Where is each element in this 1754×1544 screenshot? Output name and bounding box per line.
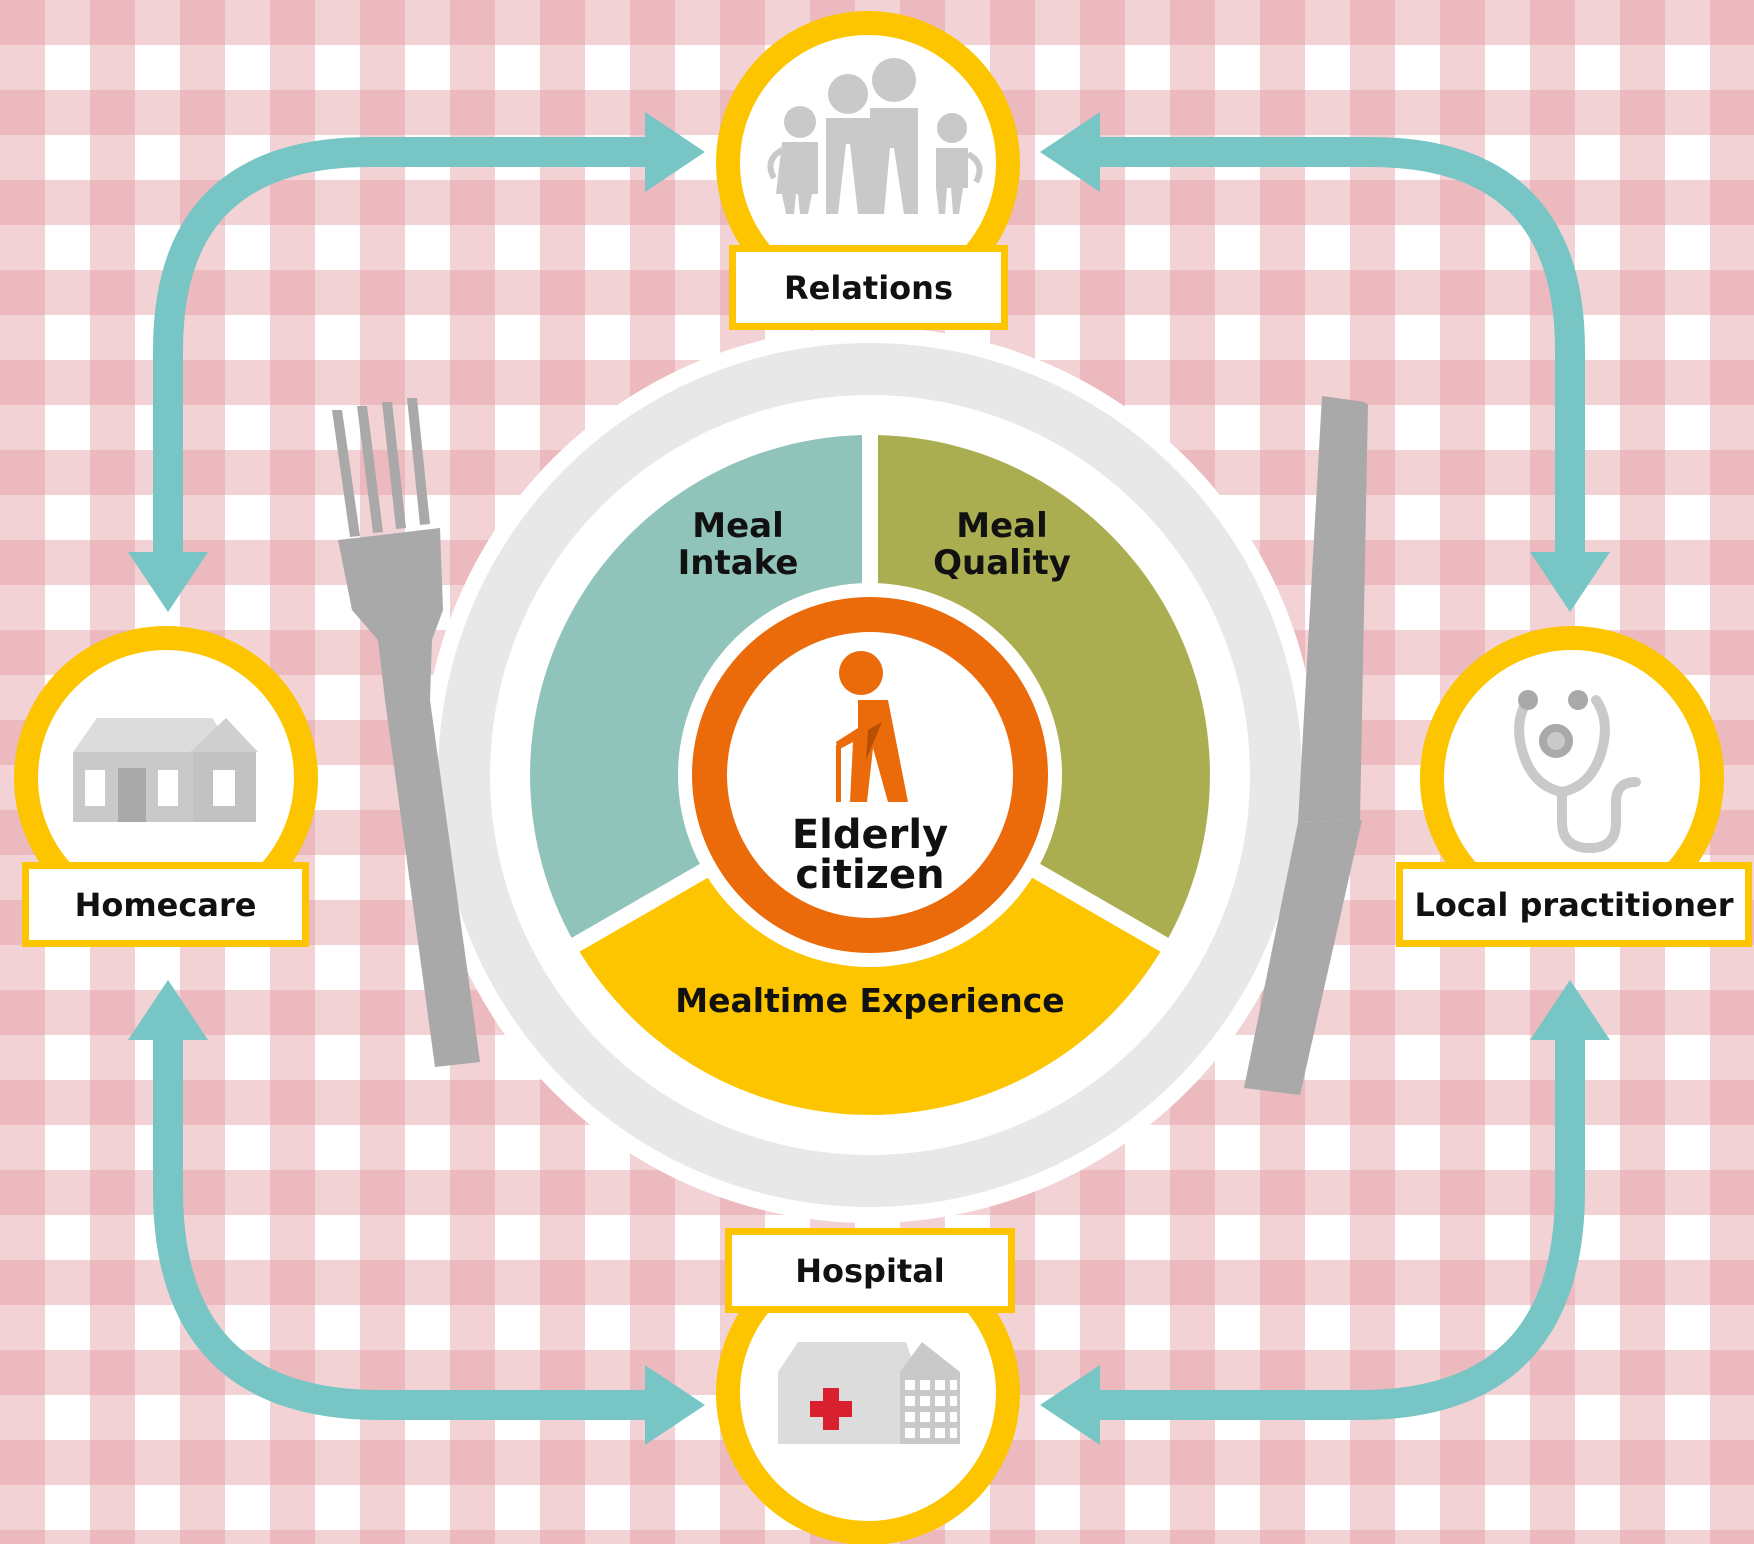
house-icon (73, 718, 258, 822)
homecare-node[interactable] (14, 626, 318, 930)
local-practitioner-node[interactable] (1420, 626, 1724, 930)
fork-icon (332, 398, 480, 1067)
family-icon (767, 58, 983, 214)
connection-arrows (153, 137, 1585, 1420)
meal-intake-label-line1: Meal (692, 506, 784, 546)
relations-node[interactable] (716, 11, 1020, 315)
arrowhead-to-homecare-top (128, 552, 208, 612)
relations-label[interactable]: Relations (729, 245, 1008, 330)
arrowhead-to-practitioner-top (1530, 552, 1610, 612)
arrowhead-to-relations-left (645, 112, 705, 192)
arrow-homecare-relations (153, 137, 655, 555)
arrowhead-to-relations-right (1040, 112, 1100, 192)
arrow-homecare-hospital (153, 1030, 655, 1420)
hospital-node[interactable] (716, 1241, 1020, 1544)
hospital-icon (778, 1342, 960, 1444)
meal-intake-label-line2: Intake (678, 543, 799, 583)
knife-icon (1244, 396, 1368, 1095)
arrow-practitioner-hospital (1090, 1030, 1585, 1420)
stethoscope-icon (1514, 695, 1641, 854)
center-label-line1: Elderly (792, 812, 948, 858)
arrow-practitioner-relations (1090, 137, 1585, 555)
mealtime-experience-label: Mealtime Experience (675, 981, 1064, 1020)
arrowhead-to-practitioner-bottom (1530, 980, 1610, 1040)
arrow-heads (128, 112, 1610, 1445)
homecare-label[interactable]: Homecare (22, 862, 309, 947)
local-practitioner-label[interactable]: Local practitioner (1396, 862, 1752, 947)
arrowhead-to-homecare-bottom (128, 980, 208, 1040)
arrowhead-to-hospital-right (1040, 1365, 1100, 1445)
center-label-line2: citizen (795, 852, 944, 898)
hospital-label[interactable]: Hospital (725, 1228, 1015, 1313)
arrowhead-to-hospital-left (645, 1365, 705, 1445)
elderly-person-with-cane-icon (836, 651, 908, 802)
meal-quality-label-line1: Meal (956, 506, 1048, 546)
meal-quality-label-line2: Quality (933, 543, 1071, 583)
